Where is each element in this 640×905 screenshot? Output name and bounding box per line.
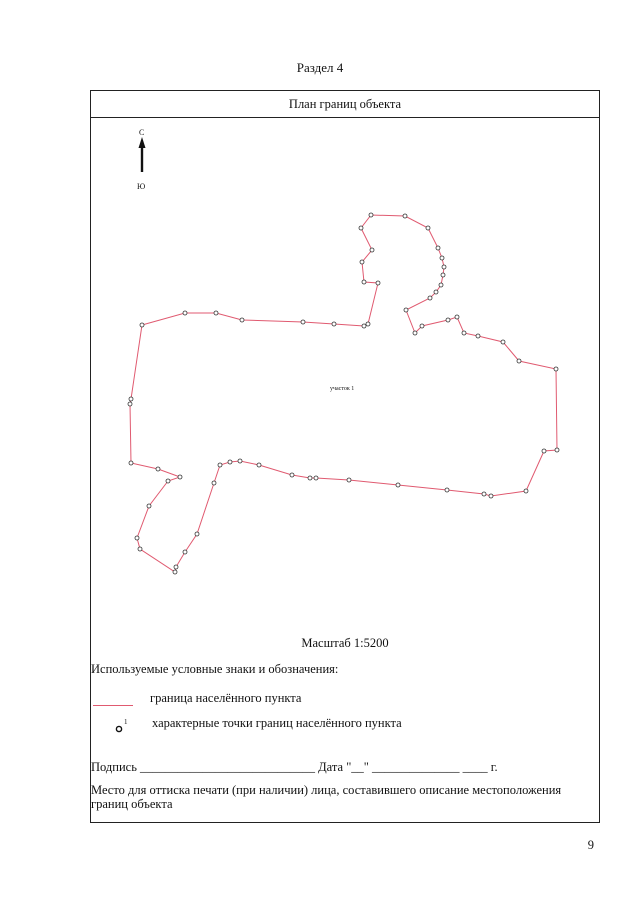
boundary-points <box>127 212 560 575</box>
compass-south-label: Ю <box>137 182 145 191</box>
boundary-point <box>361 279 367 285</box>
boundary-point <box>368 212 374 218</box>
legend-point-text: характерные точки границ населённого пун… <box>152 716 402 730</box>
boundary-point <box>346 477 352 483</box>
boundary-point <box>358 225 364 231</box>
boundary-point <box>454 314 460 320</box>
boundary-point <box>172 569 178 575</box>
boundary-point <box>237 458 243 464</box>
boundary-point <box>425 225 431 231</box>
boundary-point <box>217 462 223 468</box>
boundary-point <box>128 396 134 402</box>
boundary-point <box>553 366 559 372</box>
compass-north-label: С <box>139 128 144 137</box>
parcel-label: участок 1 <box>330 386 354 392</box>
boundary-point <box>554 447 560 453</box>
boundary-point <box>313 475 319 481</box>
boundary-point <box>481 491 487 497</box>
legend-point-icon: 1 <box>115 718 128 733</box>
boundary-point <box>475 333 481 339</box>
boundary-point <box>516 358 522 364</box>
boundary-point <box>403 307 409 313</box>
boundary-point <box>433 289 439 295</box>
boundary-point <box>194 531 200 537</box>
boundary-point <box>227 459 233 465</box>
boundary-point <box>128 460 134 466</box>
boundary-point <box>375 280 381 286</box>
scale-label: Масштаб 1:5200 <box>301 636 389 650</box>
boundary-point <box>427 295 433 301</box>
boundary-point <box>365 321 371 327</box>
boundary-point <box>395 482 401 488</box>
plan-frame: План границ объекта <box>90 90 600 823</box>
boundary-point <box>412 330 418 336</box>
boundary-point <box>213 310 219 316</box>
boundary-line <box>129 214 558 573</box>
plan-frame-header: План границ объекта <box>91 91 599 118</box>
boundary-point <box>134 535 140 541</box>
boundary-point <box>369 247 375 253</box>
boundary-point <box>441 264 447 270</box>
boundary-point <box>361 323 367 329</box>
boundary-point <box>289 472 295 478</box>
boundary-point <box>127 401 133 407</box>
legend-boundary-text: граница населённого пункта <box>150 691 302 705</box>
section-title: Раздел 4 <box>296 60 344 75</box>
boundary-point <box>256 462 262 468</box>
boundary-point <box>182 310 188 316</box>
page-number: 9 <box>587 838 594 852</box>
boundary-point <box>461 330 467 336</box>
boundary-point <box>155 466 161 472</box>
boundary-point <box>402 213 408 219</box>
boundary-point <box>139 322 145 328</box>
boundary-point <box>177 474 183 480</box>
boundary-point <box>488 493 494 499</box>
boundary-point <box>165 478 171 484</box>
boundary-point <box>300 319 306 325</box>
boundary-point <box>211 480 217 486</box>
boundary-point <box>541 448 547 454</box>
boundary-point <box>444 487 450 493</box>
boundary-point <box>182 549 188 555</box>
boundary-point <box>438 282 444 288</box>
legend-point-number: 1 <box>124 718 128 726</box>
boundary-point <box>445 317 451 323</box>
boundary-point <box>359 259 365 265</box>
legend-boundary-swatch <box>93 705 133 706</box>
boundary-point <box>523 488 529 494</box>
boundary-point <box>435 245 441 251</box>
boundary-point <box>439 255 445 261</box>
boundary-point <box>137 546 143 552</box>
boundary-point <box>440 272 446 278</box>
boundary-point <box>146 503 152 509</box>
boundary-point <box>419 323 425 329</box>
legend-title: Используемые условные знаки и обозначени… <box>91 662 339 676</box>
boundary-point <box>500 339 506 345</box>
stamp-note: Место для оттиска печати (при наличии) л… <box>91 783 562 811</box>
signature-row: Подпись ____________________________ Дат… <box>91 760 498 774</box>
boundary-point <box>331 321 337 327</box>
compass-arrow-icon <box>138 137 146 172</box>
boundary-point <box>307 475 313 481</box>
settlement-boundary <box>129 214 558 573</box>
boundary-point <box>173 564 179 570</box>
boundary-point <box>239 317 245 323</box>
